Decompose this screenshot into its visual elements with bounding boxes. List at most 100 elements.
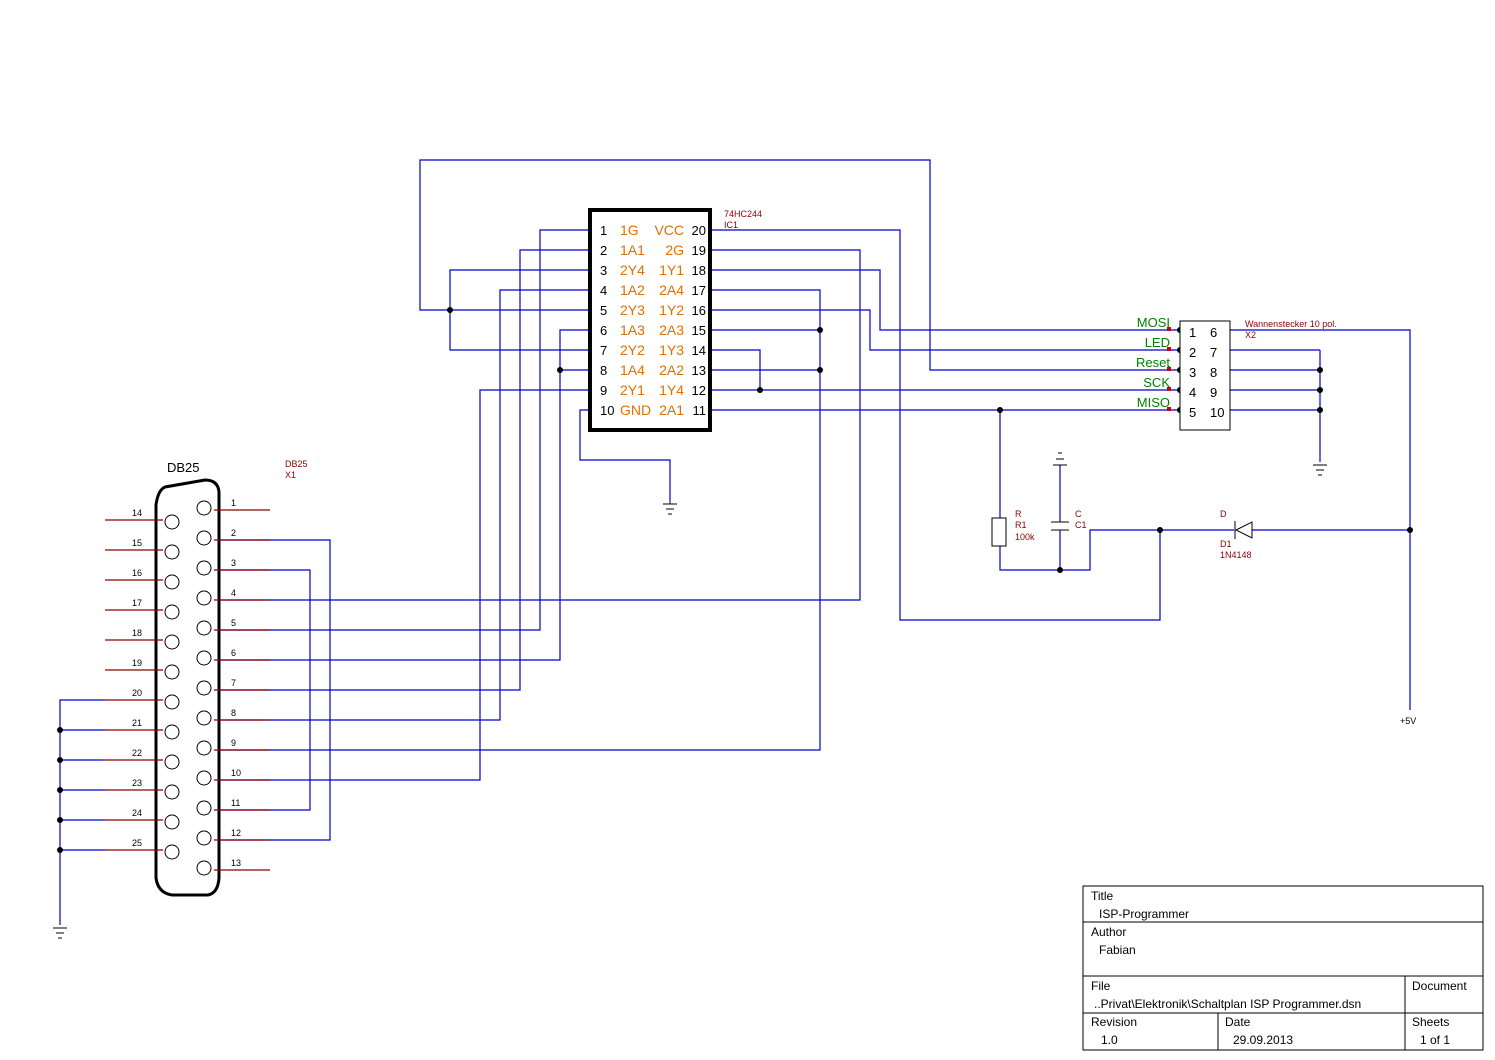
db25-pin-hole xyxy=(164,604,180,620)
ic1-pin-num: 11 xyxy=(693,403,707,418)
ic1-pin-name: 2Y3 xyxy=(620,302,645,318)
wire-led xyxy=(710,309,1180,351)
ic1-pin-num: 18 xyxy=(692,263,706,278)
ground-symbols xyxy=(53,452,1327,939)
ic1-pin-num: 13 xyxy=(692,363,706,378)
ic1-pin-name: 2G xyxy=(665,242,684,258)
x2-signal-marker xyxy=(1167,347,1171,351)
x2-signal-label: LED xyxy=(1145,335,1170,350)
x2-signal-marker xyxy=(1167,407,1171,411)
x2-signal-marker xyxy=(1167,367,1171,371)
ic1-pin-num: 6 xyxy=(600,323,607,338)
tb-sheets-label: Sheets xyxy=(1412,1015,1449,1029)
wire-db-2 xyxy=(220,539,331,841)
x2-pin-num: 4 xyxy=(1189,385,1196,400)
db25-pin-hole xyxy=(164,694,180,710)
ic1-pin-name: GND xyxy=(620,402,651,418)
db25-pin-hole xyxy=(196,560,212,576)
x2-signal-marker xyxy=(1167,387,1171,391)
ic1-pin-num: 16 xyxy=(692,303,706,318)
tb-revision-label: Revision xyxy=(1091,1015,1137,1029)
db25-pin-hole xyxy=(164,814,180,830)
capacitor-c1: C C1 xyxy=(1051,509,1087,531)
ic1-pin-num: 10 xyxy=(600,403,614,418)
wire-2a4 xyxy=(220,289,821,751)
x2-pin-num: 10 xyxy=(1210,405,1224,420)
diode-d1: D D1 1N4148 xyxy=(1220,509,1253,560)
r1-value: 100k xyxy=(1015,532,1035,542)
db25-pin-hole xyxy=(196,830,212,846)
ic1-pin-num: 15 xyxy=(692,323,706,338)
ic1-pin-name: 1Y2 xyxy=(659,302,684,318)
db25-pin-num: 22 xyxy=(132,748,142,758)
db25-pin-num: 9 xyxy=(231,738,236,748)
db25-pin-hole xyxy=(164,784,180,800)
x2-signal-label: MISO xyxy=(1137,395,1170,410)
db25-pin-hole xyxy=(196,650,212,666)
ic1-pin-name: 2Y2 xyxy=(620,342,645,358)
gnd-x2 xyxy=(1313,464,1327,476)
ic1-pin-name: 1G xyxy=(620,222,639,238)
title-block: Title ISP-Programmer Author Fabian File … xyxy=(1082,885,1484,1051)
tb-title: ISP-Programmer xyxy=(1099,907,1189,921)
db25-pin-hole xyxy=(196,800,212,816)
db25-pin-hole xyxy=(196,710,212,726)
d1-ref: D1 xyxy=(1220,539,1232,549)
db25-pin-hole xyxy=(164,514,180,530)
x2-pin-num: 5 xyxy=(1189,405,1196,420)
db25-pin-num: 2 xyxy=(231,528,236,538)
x2-signal-label: SCK xyxy=(1143,375,1170,390)
ic1-pin-name: 2A3 xyxy=(659,322,684,338)
db25-pin-num: 21 xyxy=(132,718,142,728)
c1-ref: C1 xyxy=(1075,520,1087,530)
ic1-ref: IC1 xyxy=(724,220,738,230)
db25-pin-num: 14 xyxy=(132,508,142,518)
db25-pin-hole xyxy=(196,680,212,696)
ic1-pin-name: 1A4 xyxy=(620,362,645,378)
db25-pin-hole xyxy=(196,860,212,876)
tb-document-label: Document xyxy=(1412,979,1467,993)
ic1-pin-name: 2A1 xyxy=(659,402,684,418)
x2-pin-num: 7 xyxy=(1210,345,1217,360)
ic1-pin-name: 2A4 xyxy=(659,282,684,298)
gnd-cap xyxy=(1053,452,1067,466)
x2-part: Wannenstecker 10 pol. xyxy=(1245,319,1337,329)
db25-pin-hole xyxy=(164,724,180,740)
ic1-pin-name: 2Y4 xyxy=(620,262,645,278)
tb-sheets: 1 of 1 xyxy=(1420,1033,1450,1047)
db25-pin-num: 25 xyxy=(132,838,142,848)
ic1-pin-num: 2 xyxy=(600,243,607,258)
db25-pin-num: 5 xyxy=(231,618,236,628)
ic1-pin-num: 19 xyxy=(692,243,706,258)
ic1-pin-name: 1Y1 xyxy=(659,262,684,278)
ic1-pin-name: 2Y1 xyxy=(620,382,645,398)
ic1-pin-num: 9 xyxy=(600,383,607,398)
db25-pin-hole xyxy=(164,634,180,650)
resistor-r1: R R1 100k xyxy=(991,509,1035,547)
wire-db-gnd xyxy=(59,699,105,925)
x2-signal-label: MOSI xyxy=(1137,315,1170,330)
db25-pin-num: 15 xyxy=(132,538,142,548)
wire-1g xyxy=(220,229,590,631)
db25-pin-hole xyxy=(196,530,212,546)
tb-file-label: File xyxy=(1091,979,1111,993)
db25-pin-num: 11 xyxy=(231,798,240,808)
ic1-pin-name: 1A3 xyxy=(620,322,645,338)
db25-pin-num: 13 xyxy=(231,858,241,868)
ic1-pin-num: 14 xyxy=(692,343,706,358)
ic1-pin-num: 20 xyxy=(692,223,706,238)
x2-pin-num: 1 xyxy=(1189,325,1196,340)
db25-pin-hole xyxy=(164,544,180,560)
d1-label: D xyxy=(1220,509,1227,519)
db25-pin-hole xyxy=(196,590,212,606)
ic1-pin-num: 4 xyxy=(600,283,607,298)
db25-pin-hole xyxy=(164,844,180,860)
db25-pin-hole xyxy=(196,770,212,786)
x2-pin-num: 3 xyxy=(1189,365,1196,380)
